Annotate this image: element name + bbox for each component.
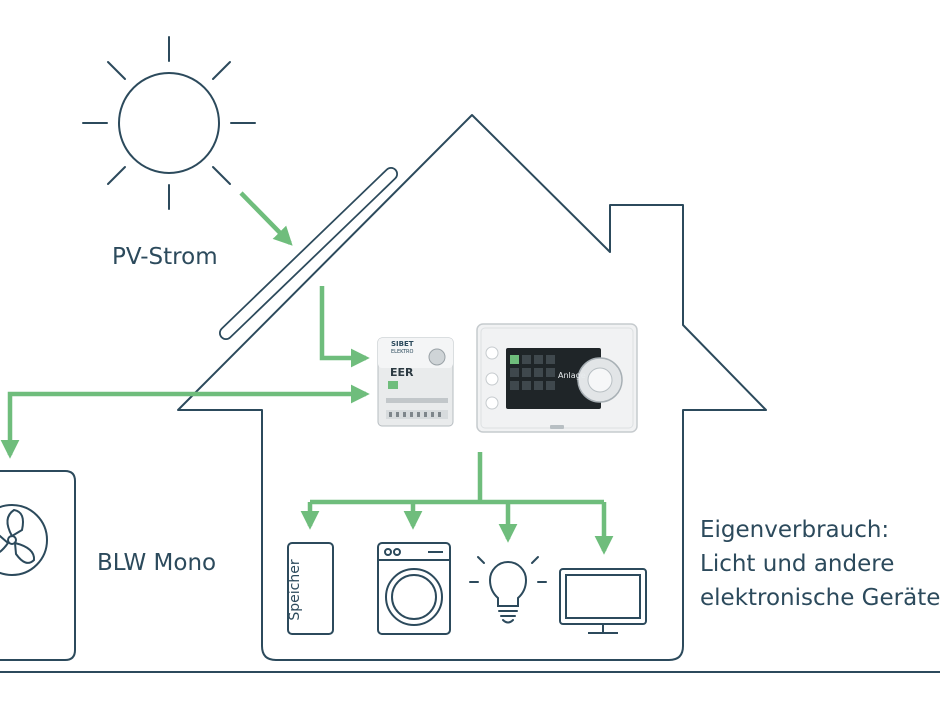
sun-icon — [82, 36, 256, 210]
eigenverbrauch-line-1: Eigenverbrauch: — [700, 517, 890, 543]
eer-label-text: EER — [390, 366, 414, 379]
eer-controller-icon — [377, 337, 454, 427]
arrow-panel-to-eer — [319, 286, 370, 368]
eigenverbrauch-label: Eigenverbrauch: Licht und andere elektro… — [700, 513, 940, 615]
flow-arrows — [0, 191, 614, 555]
pv-strom-label: PV-Strom — [112, 244, 218, 270]
light-bulb-icon — [469, 556, 547, 624]
house-outline — [177, 114, 767, 661]
speicher-label: Speicher — [287, 559, 303, 621]
display-text: Anlage — [558, 371, 586, 380]
heat-pump-icon — [0, 470, 76, 661]
eigenverbrauch-line-2: Licht und andere — [700, 551, 895, 577]
monitor-icon — [559, 568, 647, 634]
eigenverbrauch-line-3: elektronische Geräte — [700, 585, 940, 611]
washing-machine-icon — [377, 542, 451, 635]
fan-icon — [0, 504, 48, 576]
battery-storage-icon — [287, 542, 334, 635]
control-panel-icon — [476, 323, 638, 433]
arrow-eer-to-heatpump — [0, 384, 370, 459]
blw-mono-label: BLW Mono — [97, 550, 217, 576]
arrow-sun-to-panel — [239, 191, 293, 246]
eer-sub-text: ELEKTRO — [391, 349, 414, 355]
eer-brand-text: SIBET — [391, 340, 414, 348]
solar-panel-icon — [219, 167, 398, 340]
